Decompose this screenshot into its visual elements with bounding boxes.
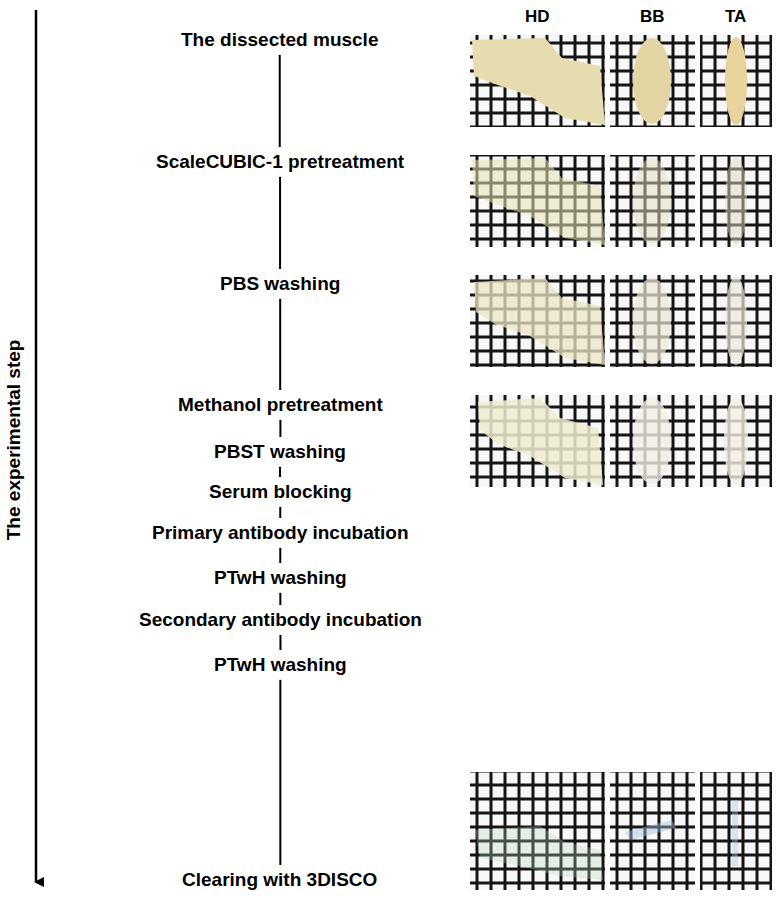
step-text: Methanol pretreatment xyxy=(178,394,383,416)
step-label: Clearing with 3DISCO xyxy=(178,867,381,893)
step-label: Secondary antibody incubation xyxy=(135,607,426,633)
step-text: Serum blocking xyxy=(209,481,352,503)
step-connector xyxy=(279,593,281,605)
step-connector xyxy=(279,55,281,147)
step-connector xyxy=(279,177,281,269)
column-header: HD xyxy=(525,7,550,27)
step-text: The dissected muscle xyxy=(181,29,378,51)
step-connector xyxy=(279,467,281,477)
photo-row xyxy=(470,395,772,487)
step-text: PTwH washing xyxy=(214,567,347,589)
step-text: Clearing with 3DISCO xyxy=(182,869,377,891)
photo-row xyxy=(470,275,772,367)
step-label: ScaleCUBIC-1 pretreatment xyxy=(152,149,408,175)
step-label: The dissected muscle xyxy=(177,27,382,53)
photo-row xyxy=(470,155,772,247)
step-label: PTwH washing xyxy=(210,565,351,591)
step-connector xyxy=(279,680,281,865)
column-header: BB xyxy=(640,7,665,27)
step-label: Serum blocking xyxy=(205,479,356,505)
step-text: ScaleCUBIC-1 pretreatment xyxy=(156,151,404,173)
step-label: Primary antibody incubation xyxy=(148,520,413,546)
step-connector xyxy=(279,507,281,518)
step-connector xyxy=(279,548,281,563)
step-label: Methanol pretreatment xyxy=(174,392,387,418)
step-label: PBS washing xyxy=(216,271,344,297)
step-text: PTwH washing xyxy=(214,654,347,676)
step-text: Primary antibody incubation xyxy=(152,522,409,544)
axis-label: The experimental step xyxy=(3,340,25,541)
step-arrow xyxy=(35,10,38,882)
column-header: TA xyxy=(725,7,746,27)
step-connector xyxy=(279,420,281,437)
step-text: Secondary antibody incubation xyxy=(139,609,422,631)
step-text: PBS washing xyxy=(220,273,340,295)
photo-row xyxy=(470,35,772,127)
step-connector xyxy=(279,635,281,650)
step-connector xyxy=(279,299,281,390)
step-label: PTwH washing xyxy=(210,652,351,678)
step-label: PBST washing xyxy=(210,439,350,465)
step-text: PBST washing xyxy=(214,441,346,463)
photo-row xyxy=(470,772,772,890)
